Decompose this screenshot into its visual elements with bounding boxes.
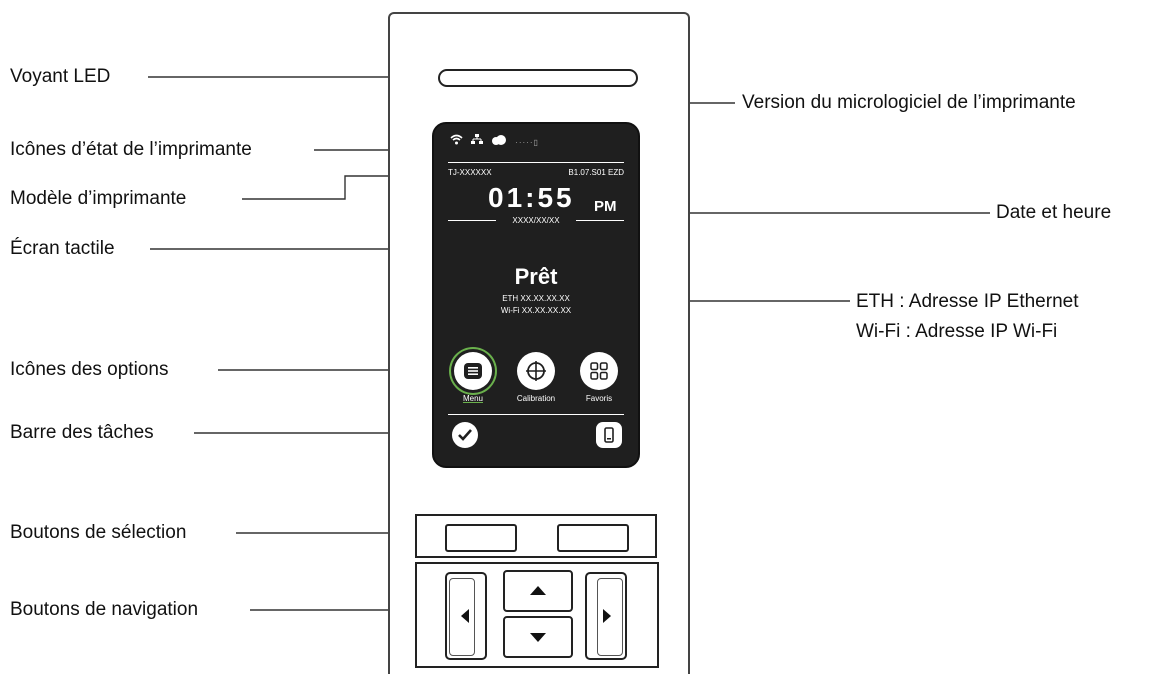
label-select-buttons: Boutons de sélection (10, 522, 187, 543)
menu-option-label[interactable]: Menu (462, 394, 483, 403)
screen-date: XXXX/XX/XX (512, 216, 560, 225)
select-right-button[interactable] (557, 524, 629, 552)
led-indicator (438, 69, 638, 87)
check-icon (458, 429, 472, 441)
screen-wifi: Wi-Fi XX.XX.XX.XX (500, 306, 572, 315)
nav-up-button[interactable] (503, 570, 573, 612)
label-wifi-ip: Wi-Fi : Adresse IP Wi-Fi (856, 321, 1058, 342)
grid-icon (590, 362, 608, 380)
crosshair-icon (526, 361, 546, 381)
screen-status: Prêt (514, 264, 558, 289)
label-model: Modèle d’imprimante (10, 188, 187, 209)
favorites-option-button[interactable] (580, 352, 618, 390)
nav-right-inner (597, 578, 623, 656)
taskbar-divider (448, 414, 624, 415)
network-icon (471, 134, 487, 148)
navigation-buttons (415, 562, 659, 668)
nav-right-button[interactable] (585, 572, 627, 660)
signal-icon: ·····▯ (515, 138, 539, 147)
calibration-option-button[interactable] (517, 352, 555, 390)
favorites-option-label[interactable]: Favoris (585, 394, 613, 403)
label-nav-buttons: Boutons de navigation (10, 599, 199, 620)
calibration-option-label[interactable]: Calibration (516, 394, 556, 403)
device-button[interactable] (596, 422, 622, 448)
label-datetime: Date et heure (996, 202, 1112, 223)
status-icon-bar: ·····▯ (450, 134, 543, 148)
wifi-icon (450, 134, 467, 148)
label-taskbar: Barre des tâches (10, 422, 154, 443)
date-rule-left (448, 220, 496, 221)
screen-firmware: B1.07.S01 EZD (568, 168, 624, 177)
screen-time: 01:55 (488, 182, 575, 213)
label-firmware: Version du micrologiciel de l’imprimante (742, 92, 1076, 113)
device-icon (604, 427, 614, 443)
nav-left-inner (449, 578, 475, 656)
arrow-right-icon (603, 609, 611, 623)
status-divider (448, 162, 624, 163)
screen-ampm: PM (594, 198, 617, 215)
select-left-button[interactable] (445, 524, 517, 552)
label-led: Voyant LED (10, 66, 111, 87)
screen-model: TJ-XXXXXX (448, 168, 492, 177)
check-button[interactable] (452, 422, 478, 448)
selection-buttons (415, 514, 657, 558)
screen-eth: ETH XX.XX.XX.XX (502, 294, 570, 303)
nav-left-button[interactable] (445, 572, 487, 660)
arrow-up-icon (530, 586, 546, 595)
label-status-icons: Icônes d’état de l’imprimante (10, 139, 252, 160)
cloud-icon (491, 135, 511, 148)
arrow-down-icon (530, 633, 546, 642)
nav-down-button[interactable] (503, 616, 573, 658)
arrow-left-icon (461, 609, 469, 623)
menu-option-button[interactable] (454, 352, 492, 390)
label-option-icons: Icônes des options (10, 359, 169, 380)
date-rule-right (576, 220, 624, 221)
touch-screen[interactable]: ·····▯ TJ-XXXXXX B1.07.S01 EZD 01:55 PM … (432, 122, 640, 468)
label-eth-ip: ETH : Adresse IP Ethernet (856, 291, 1079, 312)
label-touchscreen: Écran tactile (10, 238, 115, 259)
menu-icon (464, 363, 482, 379)
